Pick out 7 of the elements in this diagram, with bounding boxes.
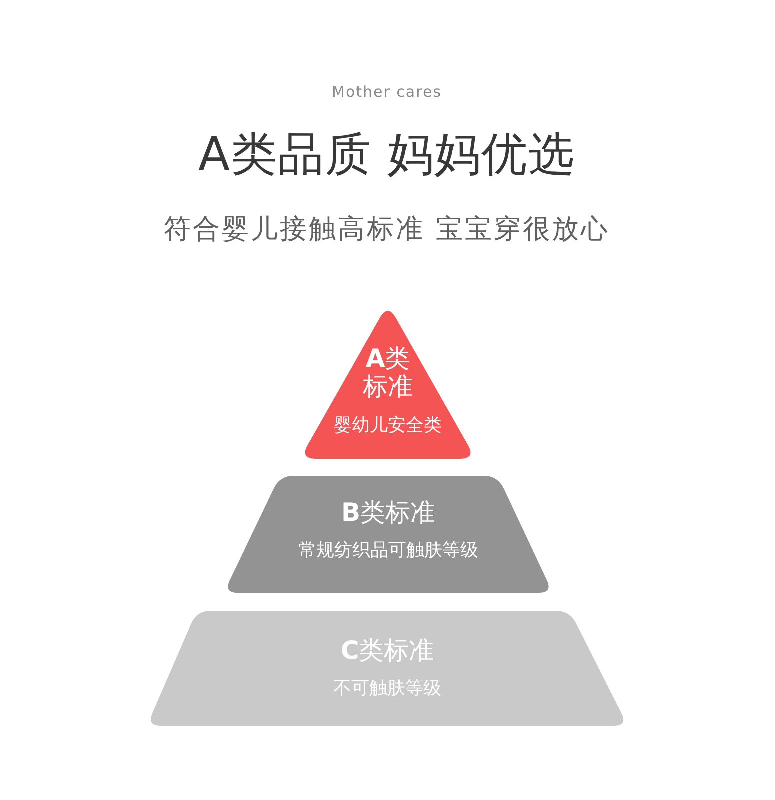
subtitle: 符合婴儿接触高标准 宝宝穿很放心 xyxy=(164,214,610,246)
tier-description: 婴幼儿安全类 xyxy=(334,415,442,437)
tier-heading: A类标准 xyxy=(362,345,414,401)
page-title: A类品质 妈妈优选 xyxy=(198,127,576,182)
tier-description: 常规纺织品可触肤等级 xyxy=(298,540,478,562)
tagline: Mother cares xyxy=(332,83,442,101)
tier-heading: B类标准 xyxy=(341,498,436,528)
